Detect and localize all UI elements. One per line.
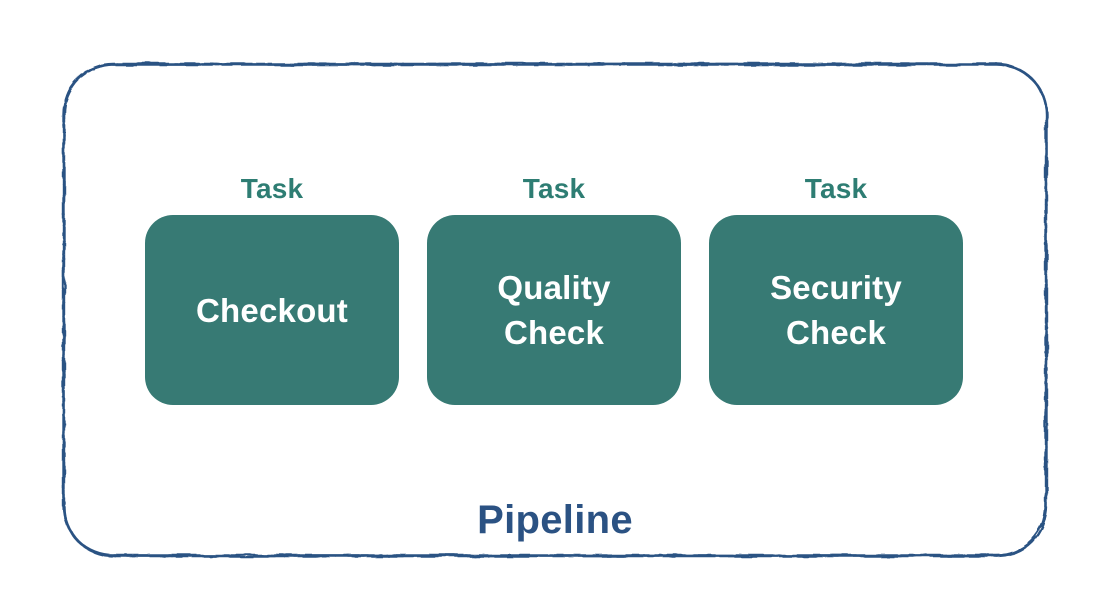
- pipeline-label: Pipeline: [477, 498, 633, 542]
- task-box-checkout: Checkout: [145, 215, 399, 405]
- task-box-security-check: Security Check: [709, 215, 963, 405]
- task-group-security-check: Task Security Check: [709, 173, 963, 405]
- task-group-checkout: Task Checkout: [145, 173, 399, 405]
- task-type-label: Task: [804, 173, 868, 204]
- task-name: Security Check: [770, 269, 902, 351]
- task-group-quality-check: Task Quality Check: [427, 173, 681, 405]
- task-box-quality-check: Quality Check: [427, 215, 681, 405]
- task-type-label: Task: [240, 173, 304, 204]
- task-name: Quality Check: [497, 269, 611, 351]
- task-name: Checkout: [196, 291, 348, 329]
- task-type-label: Task: [522, 173, 586, 204]
